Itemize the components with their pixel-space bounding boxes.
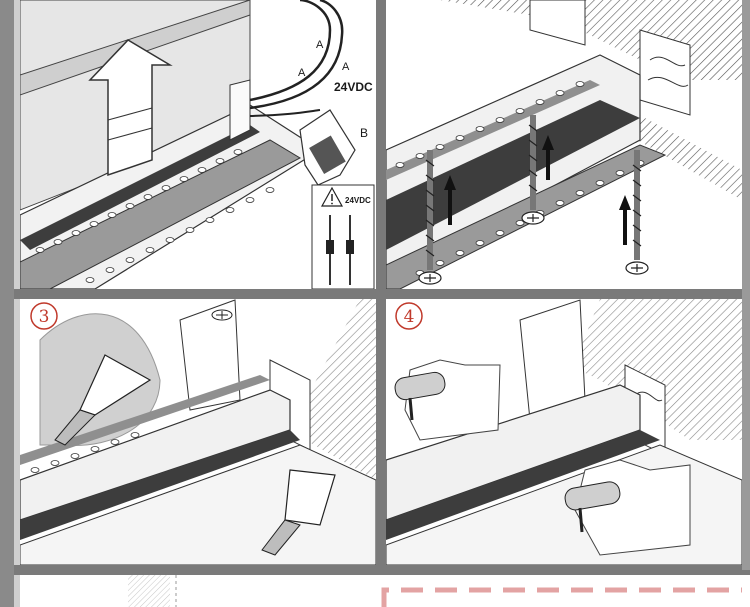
bottom-strip — [20, 575, 750, 607]
upward-arrow-icon — [444, 135, 631, 245]
putty-knife-icon — [54, 354, 336, 556]
panel-1-wiring: A A A 24VDC B 24VDC — [20, 0, 375, 289]
flange-holes — [35, 149, 275, 283]
step-number-4: 4 — [404, 307, 415, 327]
wall-box-icon — [529, 0, 691, 116]
voltage-label: 24VDC — [334, 80, 373, 94]
warning-voltage-label: 24VDC — [345, 196, 371, 205]
step-number-3: 3 — [39, 307, 50, 327]
wire-label-a1: A — [316, 39, 324, 51]
crimp-tool-icon — [299, 109, 375, 289]
paint-roller-icon — [394, 371, 621, 533]
warning-triangle-icon — [320, 186, 344, 207]
upward-arrow-icon — [88, 39, 173, 177]
screw-icon — [211, 309, 233, 321]
panel-2-screwing — [386, 0, 742, 289]
panel-4-painting: 4 — [386, 299, 742, 565]
panel-3-plastering: 3 — [20, 299, 376, 565]
wire-label-a3: A — [342, 61, 350, 73]
crimp-label-b: B — [360, 126, 368, 140]
wire-label-a2: A — [298, 67, 306, 79]
screw-icon — [418, 115, 649, 285]
